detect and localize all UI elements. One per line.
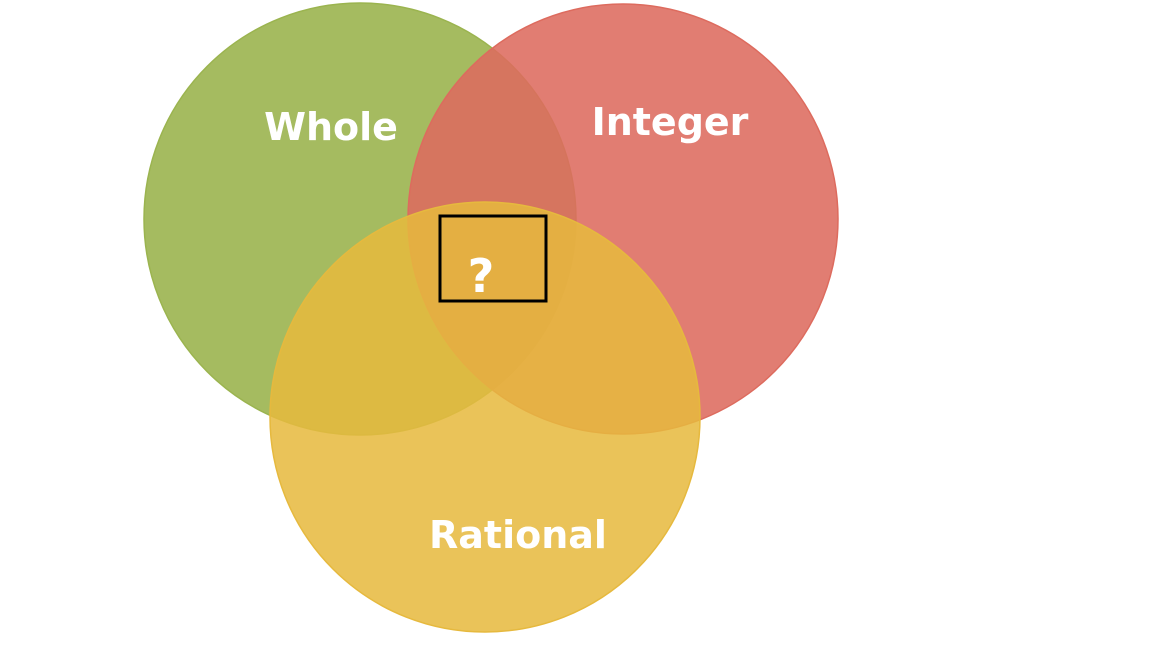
question-mark: ? xyxy=(468,249,495,303)
intersection-box xyxy=(438,214,548,303)
label-whole: Whole xyxy=(264,105,398,149)
label-integer: Integer xyxy=(592,100,749,144)
label-rational: Rational xyxy=(429,513,607,557)
circle-rational xyxy=(269,201,701,633)
